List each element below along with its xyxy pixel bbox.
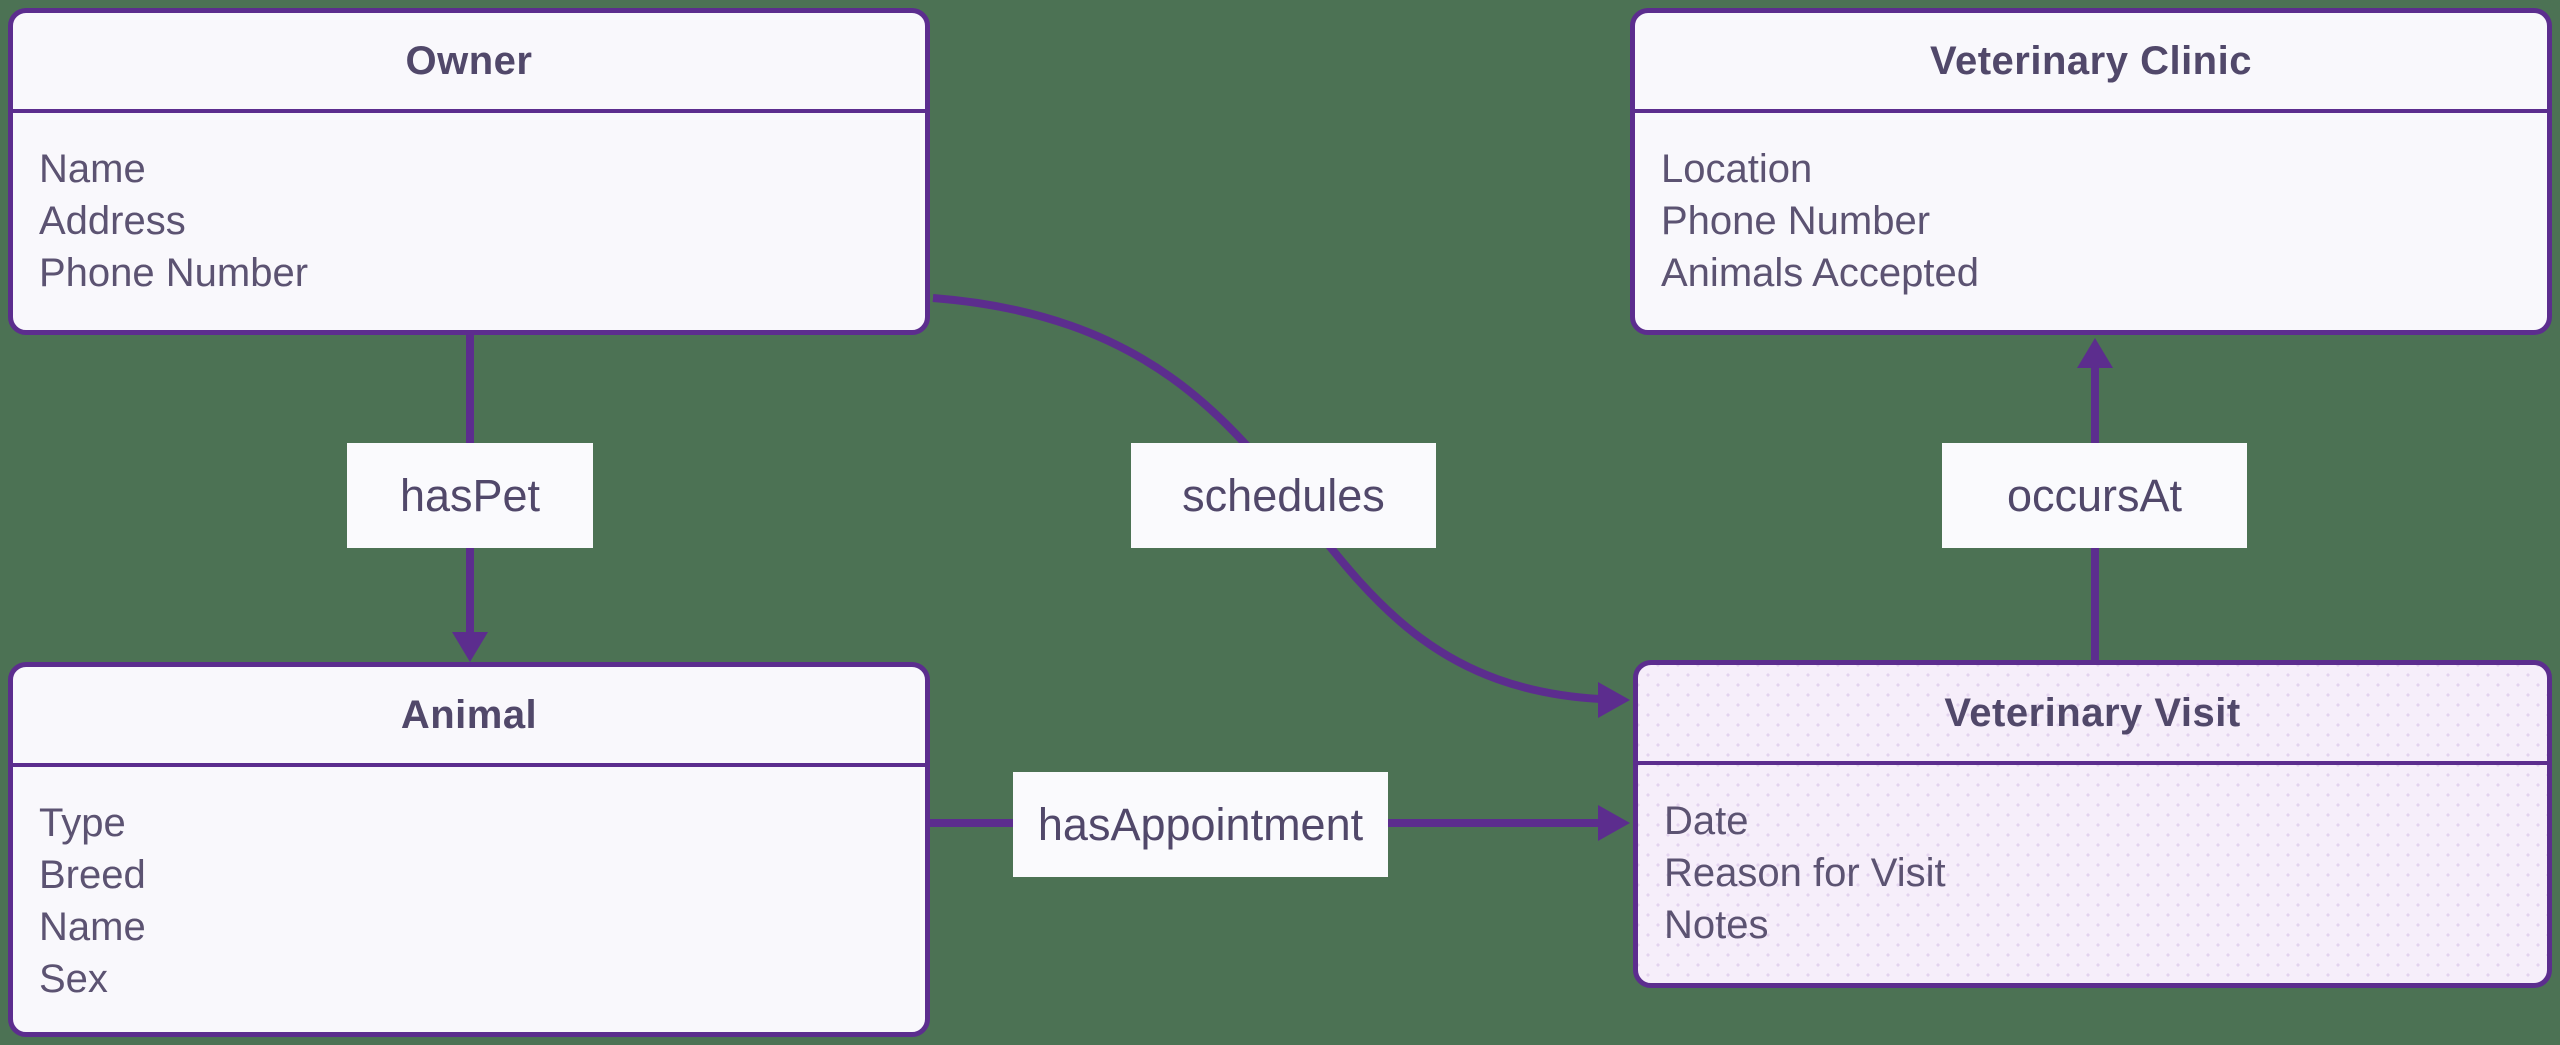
entity-owner-attributes: Name Address Phone Number bbox=[13, 113, 925, 299]
attribute: Reason for Visit bbox=[1664, 851, 1946, 895]
entity-veterinary-clinic-attributes: Location Phone Number Animals Accepted bbox=[1635, 113, 2547, 299]
edge-hasPet-arrowhead-down bbox=[452, 632, 488, 662]
relationship-label-occursAt: occursAt bbox=[1942, 443, 2247, 548]
attribute: Date bbox=[1664, 799, 1749, 843]
relationship-label-hasPet: hasPet bbox=[347, 443, 593, 548]
entity-veterinary-visit-attributes: Date Reason for Visit Notes bbox=[1638, 765, 2547, 951]
attribute: Phone Number bbox=[1661, 199, 1931, 243]
entity-owner: Owner Name Address Phone Number bbox=[8, 8, 930, 335]
relationship-label-schedules: schedules bbox=[1131, 443, 1436, 548]
entity-veterinary-visit: Veterinary Visit Date Reason for Visit N… bbox=[1633, 660, 2552, 988]
edge-schedules-arrowhead-right bbox=[1598, 682, 1630, 718]
entity-animal: Animal Type Breed Name Sex bbox=[8, 662, 930, 1037]
attribute: Type bbox=[39, 801, 126, 845]
attribute: Notes bbox=[1664, 903, 1769, 947]
attribute: Breed bbox=[39, 853, 146, 897]
entity-owner-title: Owner bbox=[13, 13, 925, 113]
attribute: Phone Number bbox=[39, 251, 309, 295]
entity-veterinary-visit-title: Veterinary Visit bbox=[1638, 665, 2547, 765]
attribute: Location bbox=[1661, 147, 1813, 191]
relationship-label-hasAppointment: hasAppointment bbox=[1013, 772, 1388, 877]
attribute: Name bbox=[39, 147, 146, 191]
attribute: Address bbox=[39, 199, 186, 243]
entity-animal-attributes: Type Breed Name Sex bbox=[13, 767, 925, 1005]
attribute: Name bbox=[39, 905, 146, 949]
edge-occursAt-arrowhead-up bbox=[2077, 338, 2113, 368]
edge-hasAppointment-arrowhead-right bbox=[1598, 805, 1630, 841]
entity-veterinary-clinic: Veterinary Clinic Location Phone Number … bbox=[1630, 8, 2552, 335]
attribute: Sex bbox=[39, 957, 108, 1001]
entity-animal-title: Animal bbox=[13, 667, 925, 767]
entity-veterinary-clinic-title: Veterinary Clinic bbox=[1635, 13, 2547, 113]
attribute: Animals Accepted bbox=[1661, 251, 1979, 295]
